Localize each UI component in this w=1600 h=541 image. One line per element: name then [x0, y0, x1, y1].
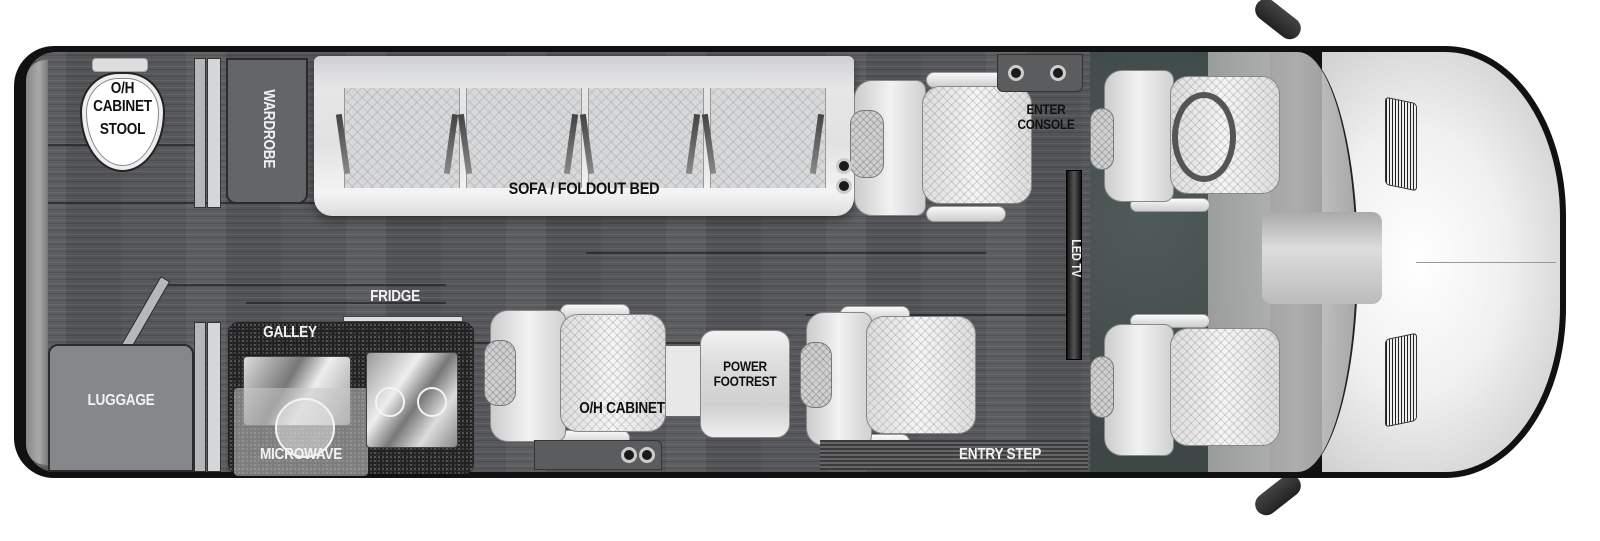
headrest [1090, 356, 1114, 418]
rear-wall [26, 60, 48, 465]
luggage-compartment[interactable]: LUGGAGE [48, 344, 194, 472]
footrest-extension [666, 346, 706, 416]
sofa-foldout-bed[interactable]: SOFA / FOLDOUT BED [314, 56, 854, 216]
entry-step-label: ENTRY STEP [958, 446, 1042, 463]
hood-vent-bottom [1385, 332, 1417, 428]
microwave-dial-icon [275, 398, 335, 458]
fridge-label: FRIDGE [370, 288, 420, 305]
enter-console-label: ENTER CONSOLE [1017, 101, 1075, 133]
luggage-label: LUGGAGE [87, 392, 155, 409]
bath-wall-trim [207, 58, 221, 208]
wardrobe-label: WARDROBE [259, 89, 277, 169]
seat-back [1104, 70, 1174, 202]
entry-step[interactable]: ENTRY STEP [820, 440, 1088, 470]
microwave-label: MICROWAVE [259, 446, 343, 463]
wardrobe[interactable]: WARDROBE [226, 58, 308, 204]
seat-cushion [1170, 328, 1280, 446]
steering-wheel-icon [1172, 92, 1236, 182]
galley-wall-trim [207, 322, 221, 472]
cupholder-icon [1008, 65, 1024, 81]
stool-label: O/H CABINET STOOL [93, 80, 152, 139]
power-footrest[interactable]: POWER FOOTREST [700, 330, 790, 438]
headrest [1090, 108, 1114, 170]
cupholder-icon [639, 447, 655, 463]
cupholder-icon [836, 178, 852, 194]
seat-cushion [922, 86, 1032, 204]
sofa-seat [344, 88, 460, 188]
seat-cushion [560, 314, 666, 432]
seat-back [1104, 324, 1174, 456]
headrest [484, 340, 516, 406]
cupholder-icon [621, 447, 637, 463]
seat-cushion [866, 316, 976, 434]
burner-icon [417, 387, 447, 417]
fridge[interactable] [343, 316, 463, 322]
headrest [800, 342, 832, 408]
side-mirror-driver [1250, 0, 1306, 44]
cooktop[interactable] [366, 352, 458, 448]
led-tv-label: LED TV [1069, 239, 1085, 278]
sofa-seat [588, 88, 704, 188]
galley-label: GALLEY [263, 324, 317, 341]
bath-wall [194, 58, 206, 208]
entertainment-console[interactable] [997, 54, 1083, 92]
sofa-label: SOFA / FOLDOUT BED [508, 179, 660, 198]
headrest [850, 110, 884, 178]
oh-cabinet-label: O/H CABINET [579, 400, 665, 417]
dash-center-console [1262, 212, 1382, 304]
side-console [534, 440, 662, 470]
cupholder-icon [836, 158, 852, 174]
stool[interactable] [80, 72, 165, 172]
burner-icon [375, 387, 405, 417]
led-tv[interactable]: LED TV [1066, 170, 1085, 360]
galley-wall [194, 322, 206, 472]
stool-tank [92, 58, 148, 72]
sofa-seat [710, 88, 826, 188]
power-footrest-label: POWER FOOTREST [713, 358, 777, 390]
cupholder-icon [1050, 65, 1066, 81]
hood-vent-top [1385, 96, 1417, 192]
sofa-seat [466, 88, 582, 188]
hood-centerline [1416, 262, 1556, 263]
armrest [926, 206, 1006, 222]
